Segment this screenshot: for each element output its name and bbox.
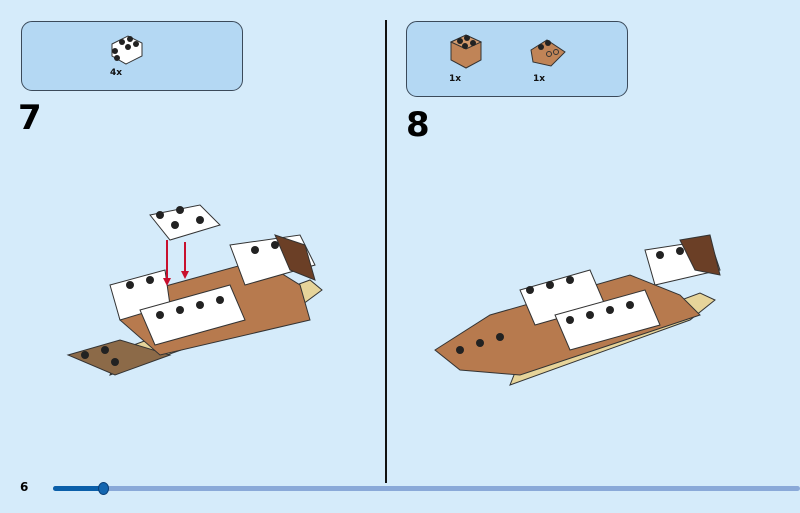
build-illustration-step-8: [434, 234, 721, 386]
brown-inverted-slope-icon: [530, 39, 566, 67]
part-quantity: 1x: [533, 74, 546, 84]
brown-2x2-brick-icon: [449, 34, 483, 69]
progress-fill: [53, 486, 104, 491]
part-quantity: 4x: [110, 68, 123, 78]
step-number-8: 8: [406, 105, 430, 145]
page-divider: [385, 20, 387, 483]
progress-track: [53, 486, 800, 491]
progress-knob[interactable]: [98, 482, 110, 495]
parts-callout-step-8: 1x 1x: [406, 21, 628, 97]
white-bracket-brick-icon: [111, 35, 143, 65]
step-number-7: 7: [18, 98, 42, 138]
build-illustration-step-7: [66, 204, 323, 376]
part-quantity: 1x: [449, 74, 462, 84]
parts-callout-step-7: 4x: [21, 21, 243, 91]
page-number: 6: [20, 480, 29, 494]
